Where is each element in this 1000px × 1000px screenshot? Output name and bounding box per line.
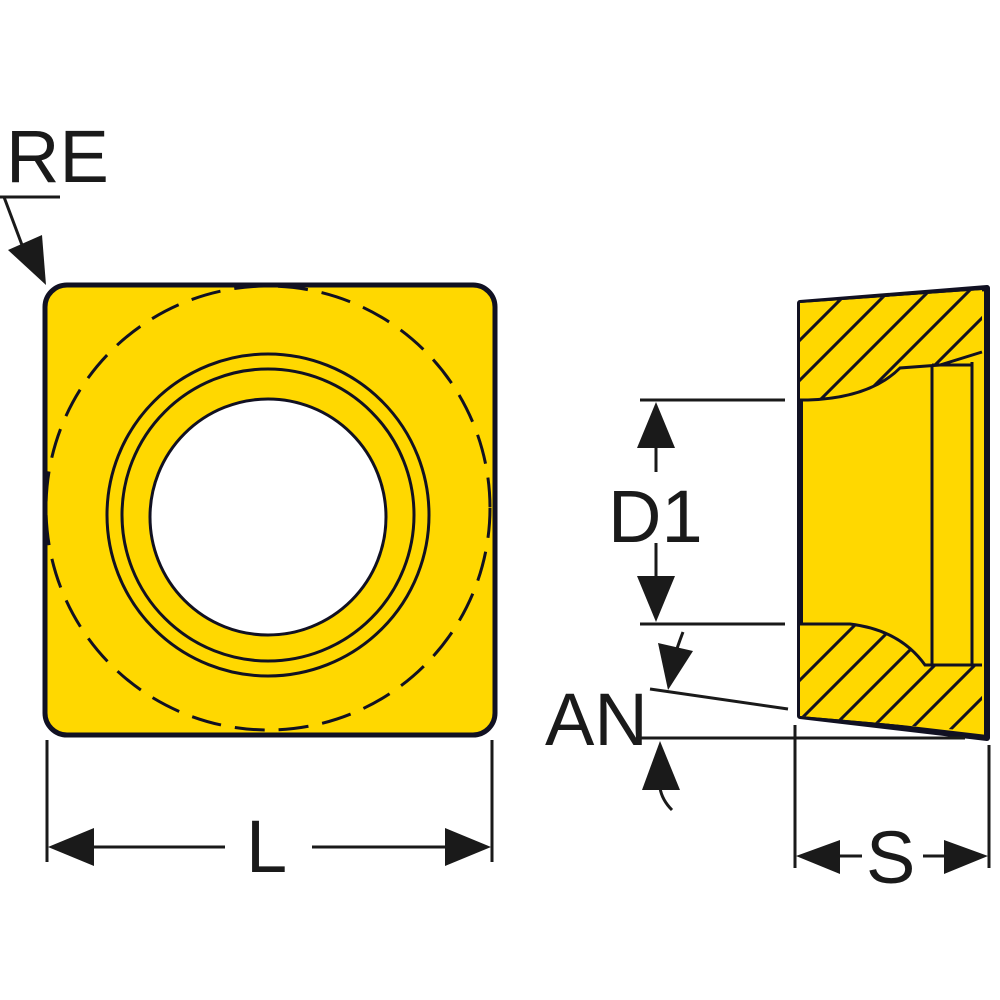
- inner-ring: [120, 367, 416, 663]
- l-arrow-right-icon: [445, 828, 491, 866]
- an-arrow-down-icon: [658, 643, 693, 690]
- an-angled-line: [649, 687, 789, 711]
- label-l: L: [246, 805, 287, 888]
- d1-arrow-down-icon: [637, 576, 675, 622]
- top-view: RE L: [0, 115, 498, 888]
- l-arrow-left-icon: [48, 828, 94, 866]
- label-s: S: [866, 816, 915, 899]
- label-d1: D1: [608, 475, 703, 558]
- re-arrow-icon: [8, 235, 46, 285]
- label-an: AN: [545, 678, 648, 761]
- d1-arrow-up-icon: [637, 402, 675, 448]
- outer-ring: [105, 352, 431, 678]
- an-arc-bottom: [658, 787, 674, 812]
- inscribed-circle-dashed: [44, 284, 492, 732]
- top-hatch: [800, 290, 982, 400]
- top-hatch-boundary: [800, 350, 983, 402]
- s-arrow-left-icon: [796, 840, 840, 874]
- side-view: D1 AN S: [545, 285, 991, 899]
- bottom-hatch-boundary: [800, 622, 982, 667]
- s-arrow-right-icon: [944, 840, 988, 874]
- label-re: RE: [6, 115, 109, 198]
- an-arrow-up-icon: [642, 741, 680, 790]
- center-hole: [148, 397, 388, 637]
- re-leader-line: [2, 196, 24, 246]
